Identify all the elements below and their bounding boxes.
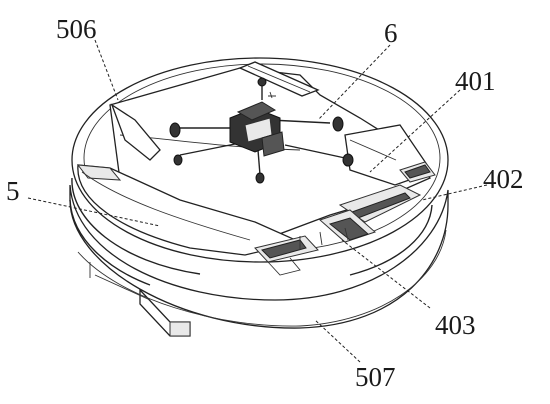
label-403: 403 — [435, 310, 476, 340]
lower-ring — [69, 184, 449, 329]
base-support — [89, 262, 191, 337]
label-401: 401 — [455, 66, 496, 96]
drone — [169, 77, 354, 184]
label-506: 506 — [56, 14, 97, 44]
left-door — [76, 164, 303, 256]
rail-mechanism — [254, 161, 436, 276]
label-507: 507 — [355, 362, 396, 392]
leader-lines — [27, 39, 488, 363]
label-6: 6 — [384, 18, 398, 48]
back-panel — [110, 61, 320, 161]
label-5: 5 — [6, 176, 20, 206]
label-402: 402 — [483, 164, 524, 194]
